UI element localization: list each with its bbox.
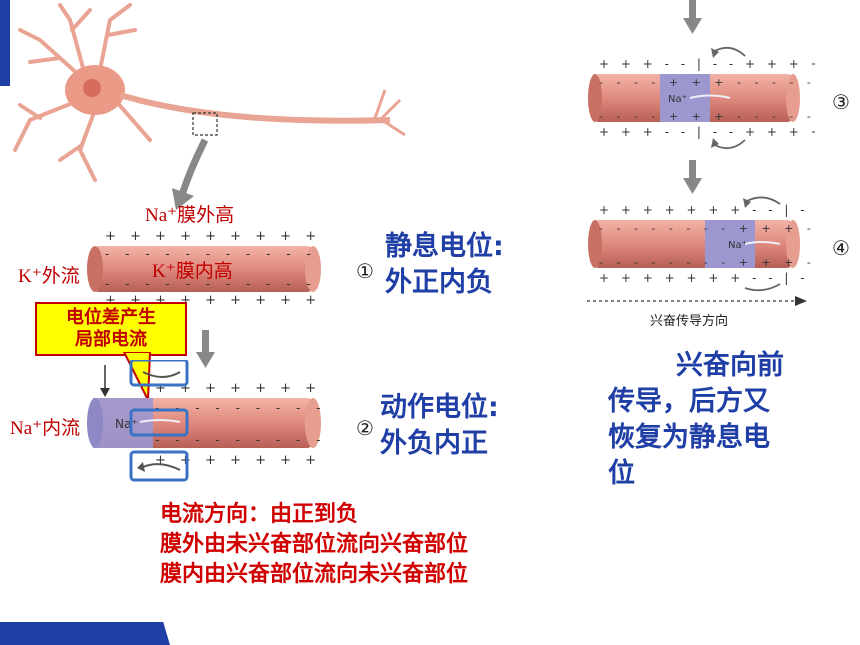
bottom-accent-bar: [0, 622, 170, 645]
label-num-4: ④: [832, 238, 850, 260]
resting-line-1: 静息电位:: [385, 231, 504, 262]
current-direction-text: 电流方向：由正到负 膜外由未兴奋部位流向兴奋部位 膜内由兴奋部位流向未兴奋部位: [160, 500, 468, 590]
action-potential-text: 动作电位: 外负内正: [380, 390, 499, 462]
svg-text:+ + + + + + + + +: + + + + + + + + +: [155, 381, 325, 396]
current-line-1: 电流方向：由正到负: [160, 502, 359, 527]
na-outside-high-label: Na⁺膜外高: [145, 205, 235, 226]
neuron-illustration: [13, 3, 406, 210]
svg-text:+ + + + + + + + + + + + +: + + + + + + + + + + + + +: [105, 229, 325, 244]
k-inside-high-label: K⁺膜内高: [152, 261, 233, 282]
propagation-text: 兴奋向前 传导，后方又 恢复为静息电 位: [608, 348, 818, 492]
action-line-1: 动作电位:: [380, 392, 499, 423]
current-line-2: 膜外由未兴奋部位流向兴奋部位: [160, 532, 469, 557]
current-line-3: 膜内由兴奋部位流向未兴奋部位: [160, 562, 469, 587]
label-num-2: ②: [356, 418, 374, 440]
prop-line-3: 恢复为静息电: [608, 422, 770, 453]
svg-text:+ + + - - | - - + + + + + +: + + + - - | - - + + + + + +: [599, 125, 815, 139]
down-arrow-2: [196, 330, 215, 368]
prop-line-2: 传导，后方又: [608, 386, 770, 417]
callout-line-2: 局部电流: [75, 329, 147, 350]
cylinder-propagation-3: + + + - - | - - + + + + + + - - - - + + …: [588, 46, 815, 150]
svg-text:- - - - + + + - - - - - -: - - - - + + + - - - - - -: [599, 76, 815, 89]
resting-line-2: 外正内负: [385, 267, 493, 298]
down-arrow-right-mid: [683, 160, 702, 194]
potential-difference-callout: 电位差产生 局部电流: [35, 302, 187, 356]
na-ion-label-3: Na⁺: [668, 94, 687, 105]
label-num-1: ①: [356, 261, 374, 283]
resting-potential-text: 静息电位: 外正内负: [385, 229, 504, 301]
svg-text:- - - - - - - - + + + - -: - - - - - - - - + + + - -: [599, 222, 815, 235]
na-ion-label-2: Na⁺: [115, 417, 138, 431]
svg-text:+ + + - - | - - + + + + + +: + + + - - | - - + + + + + +: [599, 57, 815, 71]
svg-text:- - - - - - - - - - - - -: - - - - - - - - - - - - -: [105, 277, 325, 291]
cylinder-propagation-4: + + + + + + + - - | - - + + - - - - - - …: [588, 196, 815, 292]
svg-text:- - - - + + + - - - - - -: - - - - + + + - - - - - -: [599, 110, 815, 123]
label-num-3: ③: [832, 92, 850, 114]
svg-text:- - - - - - - - -: - - - - - - - - -: [155, 401, 325, 415]
svg-text:+ + + + + + + - - | - - + +: + + + + + + + - - | - - + +: [599, 271, 815, 285]
svg-text:- - - - - - - - + + + - -: - - - - - - - - + + + - -: [599, 256, 815, 269]
svg-text:- - - - - - - - - - - - -: - - - - - - - - - - - - -: [105, 247, 325, 261]
prop-line-1: 兴奋向前: [676, 350, 784, 381]
svg-text:+ + + + + + + + +: + + + + + + + + +: [155, 453, 325, 468]
action-line-2: 外负内正: [380, 428, 488, 459]
down-arrow-top-right: [683, 0, 702, 34]
svg-text:- - - - - - - - -: - - - - - - - - -: [155, 433, 325, 447]
top-left-accent-bar: [0, 0, 10, 86]
na-inflow-label: Na⁺内流: [10, 418, 81, 439]
cylinder-resting: + + + + + + + + + + + + + - - - - - - - …: [87, 229, 325, 306]
cylinder-action: + + + + + + + + + - - - - - - - - - - - …: [87, 360, 325, 482]
prop-line-4: 位: [608, 458, 635, 489]
na-ion-label-4: Na⁺: [728, 240, 747, 251]
direction-label: 兴奋传导方向: [650, 314, 729, 329]
k-outflow-label: K⁺外流: [18, 266, 80, 287]
direction-arrow: [587, 296, 807, 306]
svg-text:+ + + + + + + - - | - - + +: + + + + + + + - - | - - + +: [599, 203, 815, 217]
callout-line-1: 电位差产生: [66, 307, 156, 328]
